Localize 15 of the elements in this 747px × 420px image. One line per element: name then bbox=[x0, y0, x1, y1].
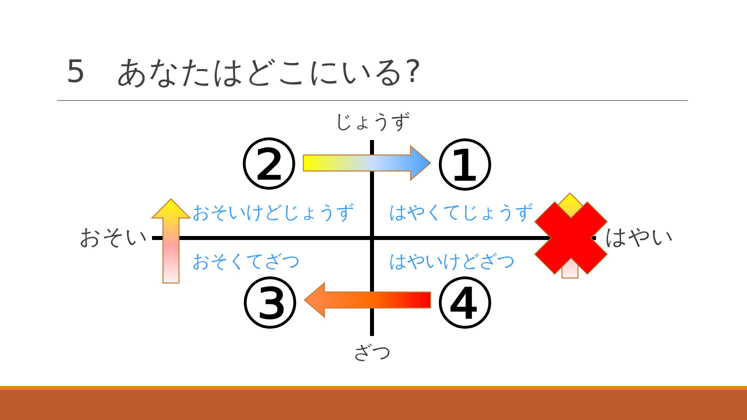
axis-label: ざつ bbox=[353, 342, 391, 364]
axis-label: じょうず bbox=[334, 112, 410, 132]
quadrant-label: おそくてざつ bbox=[192, 252, 300, 272]
axis-label: おそい bbox=[79, 226, 148, 250]
circled-number: ④ bbox=[434, 269, 496, 339]
circled-number: ① bbox=[434, 131, 496, 201]
block-arrow bbox=[304, 282, 432, 318]
block-arrow bbox=[302, 144, 432, 182]
quadrant-label: はやいけどざつ bbox=[389, 252, 515, 272]
quadrant-label: おそいけどじょうず bbox=[192, 203, 354, 223]
axis-label: はやい bbox=[605, 226, 674, 250]
circled-number: ③ bbox=[238, 269, 302, 339]
circled-number: ② bbox=[238, 130, 300, 200]
slide-title: 5 あなたはどこにいる? bbox=[66, 55, 422, 90]
quadrant-label: はやくてじょうず bbox=[389, 203, 533, 223]
